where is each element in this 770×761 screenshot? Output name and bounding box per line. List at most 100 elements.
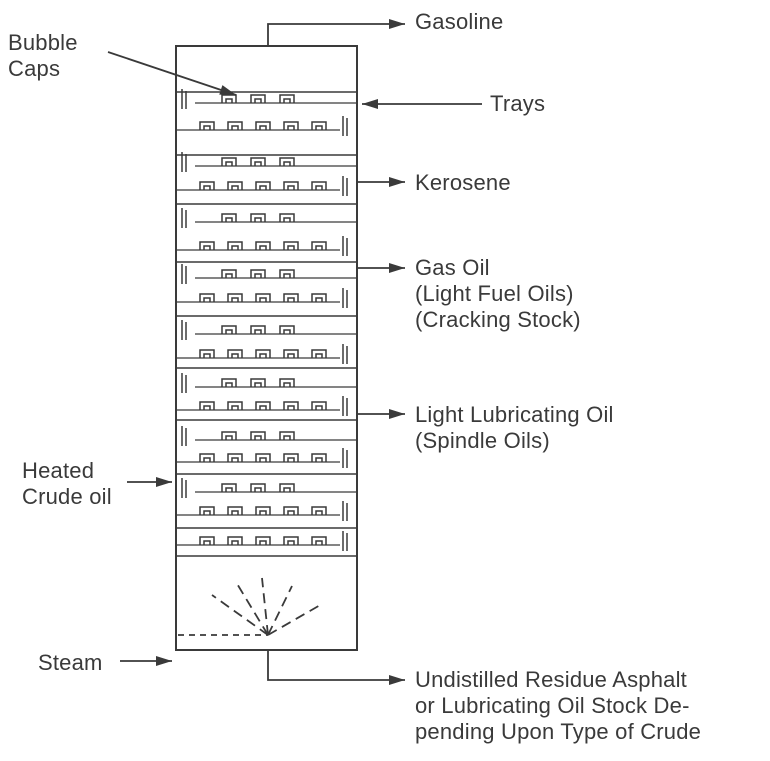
label-gasoline: Gasoline [415,9,504,34]
tray-row-16-cap-1 [199,506,215,515]
tray-row-6-cap-2 [227,241,243,250]
tray-row-13-cap-1 [221,431,237,440]
tray-row-16-cap-2 [227,506,243,515]
label-gas-oil-line-1: Gas Oil [415,255,490,280]
label-light-lube-line-1: Light Lubricating Oil [415,402,614,427]
tray-row-2-cap-3 [255,121,271,130]
tray-row-16-cap-4 [283,506,299,515]
column-outline [175,45,358,651]
label-light-lube-line-2: (Spindle Oils) [415,428,550,453]
tray-row-17-cap-4 [283,536,299,545]
label-kerosene: Kerosene [415,170,511,195]
residue-arrow-head [389,675,405,685]
tray-row-8-cap-2 [227,293,243,302]
label-light-lubricating-oil: Light Lubricating Oil(Spindle Oils) [415,402,614,454]
tray-row-17-cap-1 [199,536,215,545]
tray-row-12-cap-4 [283,401,299,410]
tray-row-16-cap-5 [311,506,327,515]
tray-row-16-cap-3 [255,506,271,515]
flow-arrows [107,19,482,685]
steam-ray-4 [267,585,293,636]
tray-row-2-cap-2 [227,121,243,130]
tray-row-5-cap-2 [250,213,266,222]
tray-row-7-cap-3 [279,269,295,278]
tray-stack [176,89,357,557]
label-bubble-caps-line-1: Bubble [8,30,78,55]
tray-row-14-cap-1 [199,453,215,462]
gas-oil-arrow-head [389,263,405,273]
tray-row-12-cap-3 [255,401,271,410]
tray-row-6-cap-3 [255,241,271,250]
tray-row-12-cap-2 [227,401,243,410]
crude-feed-arrow-head [156,477,172,487]
steam-ray-3 [261,577,269,636]
light-lube-arrow-head [389,409,405,419]
tray-row-15-cap-3 [279,483,295,492]
tray-row-4-cap-4 [283,181,299,190]
label-bubble-caps-line-2: Caps [8,56,61,81]
tray-row-11-cap-2 [250,378,266,387]
tray-row-14-cap-5 [311,453,327,462]
tray-row-4-cap-2 [227,181,243,190]
tray-row-6-cap-5 [311,241,327,250]
tray-row-8-cap-4 [283,293,299,302]
tray-row-12-cap-1 [199,401,215,410]
tray-row-15-cap-2 [250,483,266,492]
tray-row-14-cap-2 [227,453,243,462]
tray-row-5-cap-1 [221,213,237,222]
bubble-caps-pointer-shaft [107,51,237,96]
tray-row-10-cap-2 [227,349,243,358]
label-residue-line-3: pending Upon Type of Crude [415,719,702,744]
tray-row-1-cap-1 [221,94,237,103]
tray-row-9-cap-1 [221,325,237,334]
tray-row-4-cap-1 [199,181,215,190]
tray-row-9-cap-3 [279,325,295,334]
tray-row-7-cap-1 [221,269,237,278]
label-residue-line-2: or Lubricating Oil Stock De- [415,693,690,718]
tray-row-17-cap-3 [255,536,271,545]
tray-row-10-cap-1 [199,349,215,358]
tray-row-6-cap-1 [199,241,215,250]
gasoline-arrow-head [389,19,405,29]
tray-row-1-cap-2 [250,94,266,103]
tray-row-15-cap-1 [221,483,237,492]
tray-row-13-cap-2 [250,431,266,440]
tray-row-8-cap-5 [311,293,327,302]
tray-row-10-cap-5 [311,349,327,358]
label-residue-line-1: Undistilled Residue Asphalt [415,667,687,692]
label-heated-crude-line-2: Crude oil [22,484,112,509]
tray-row-3-cap-3 [279,157,295,166]
tray-row-5-cap-3 [279,213,295,222]
steam-ray-5 [267,603,323,636]
label-gas-oil-line-2: (Light Fuel Oils) [415,281,574,306]
tray-row-14-cap-4 [283,453,299,462]
tray-row-8-cap-1 [199,293,215,302]
tray-row-8-cap-3 [255,293,271,302]
tray-row-13-cap-3 [279,431,295,440]
tray-row-11-cap-3 [279,378,295,387]
label-trays: Trays [490,91,546,116]
tray-row-10-cap-3 [255,349,271,358]
label-heated-crude-line-1: Heated [22,458,95,483]
tray-row-3-cap-2 [250,157,266,166]
steam-ray-2 [235,581,269,636]
tray-row-6-cap-4 [283,241,299,250]
column-shell [175,45,358,651]
tray-row-14-cap-3 [255,453,271,462]
steam-spray [178,577,323,636]
tray-row-2-cap-5 [311,121,327,130]
tray-row-17-cap-2 [227,536,243,545]
tray-row-2-cap-4 [283,121,299,130]
tray-row-17-cap-5 [311,536,327,545]
tray-row-3-cap-1 [221,157,237,166]
tray-row-9-cap-2 [250,325,266,334]
steam-ray-1 [211,594,269,636]
bubble-caps-pointer-head [219,85,236,95]
gasoline-pipe [267,23,360,46]
steam-inlet-arrow-head [156,656,172,666]
